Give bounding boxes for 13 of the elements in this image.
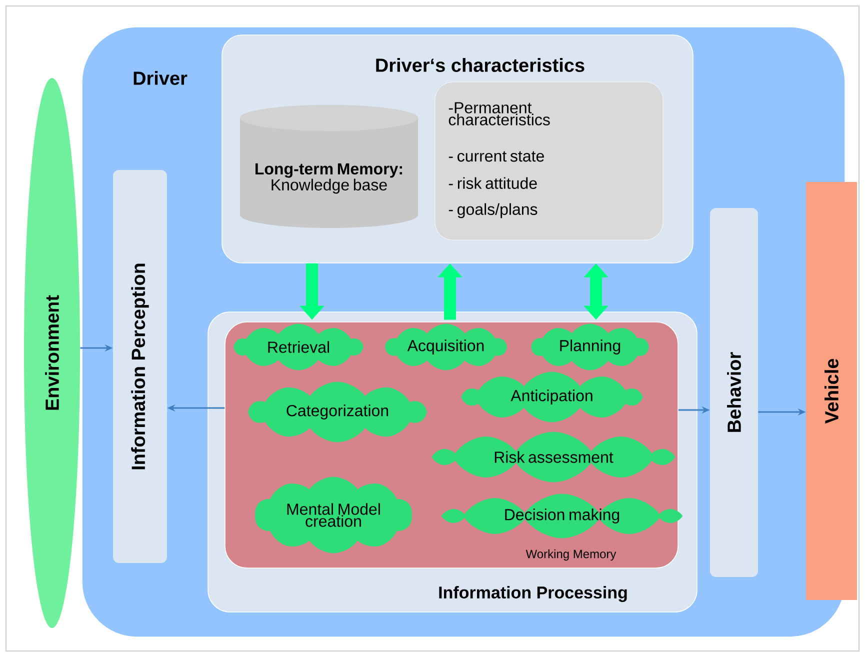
process-cloud: Retrieval (234, 324, 364, 370)
process-cloud: Acquisition (385, 324, 507, 370)
characteristics-list-box: -Permanent characteristics - current state - risk attitude - goals/plans (434, 82, 664, 240)
process-cloud: Risk assessment (432, 432, 676, 482)
process-cloud: Planning (531, 324, 649, 370)
process-cloud: Decision making (441, 494, 683, 538)
process-cloud: Anticipation (461, 372, 643, 422)
vertical-box: Behavior (710, 208, 758, 577)
process-cloud: Categorization (248, 382, 427, 442)
vertical-box: Information Perception (113, 170, 167, 563)
vehicle-box: Vehicle (806, 182, 857, 600)
memory-cylinder: Long-term Memory: Knowledge base (240, 105, 418, 228)
process-cloud: Mental Model creation (255, 476, 412, 554)
